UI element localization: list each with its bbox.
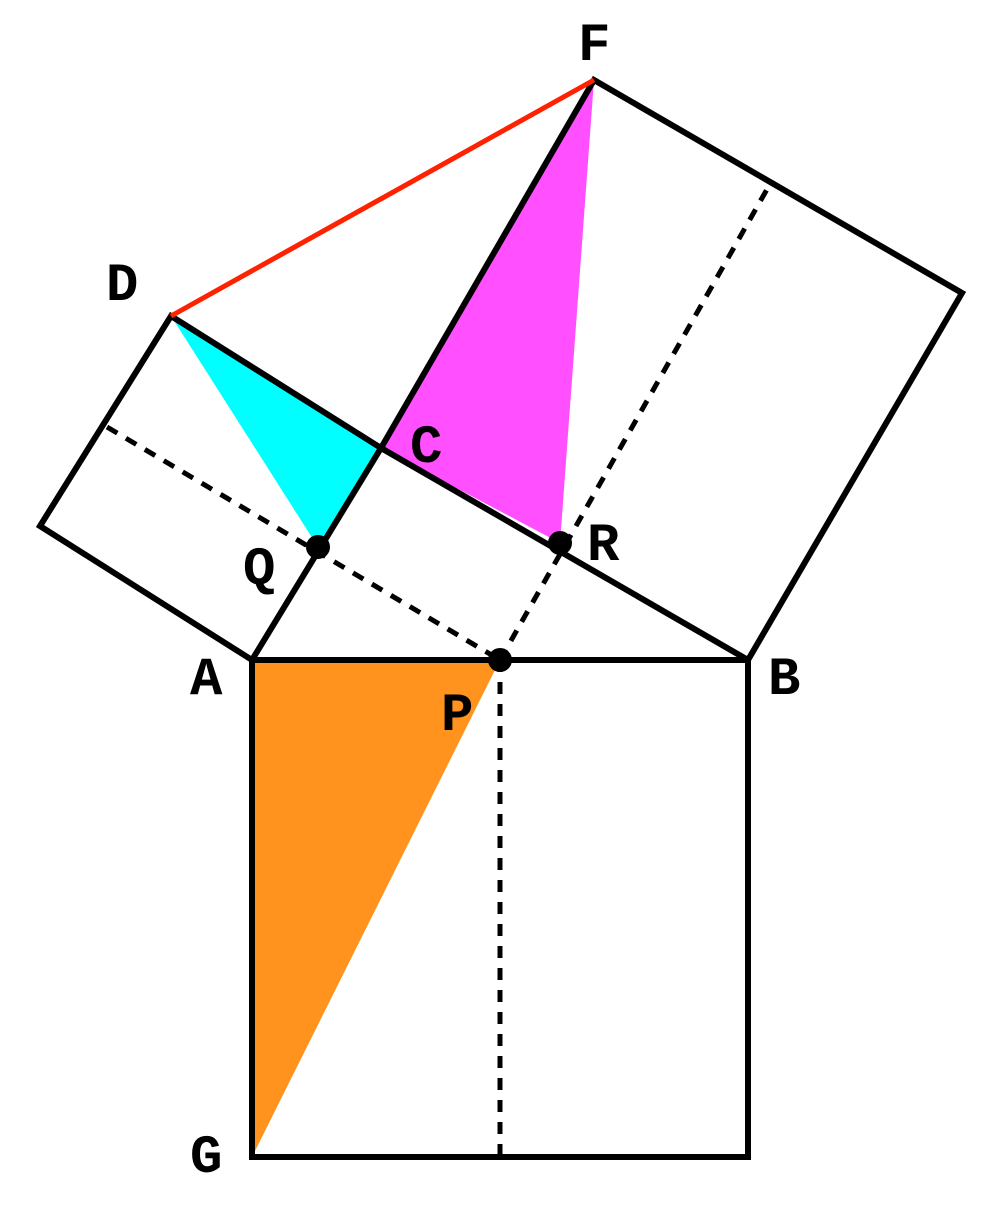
dashed-line-pq — [105, 424, 502, 663]
orange-triangle — [252, 660, 500, 1157]
label-p: P — [441, 686, 473, 747]
dashed-line-pr — [497, 182, 773, 662]
label-c: C — [410, 418, 442, 479]
square-ab — [249, 657, 751, 1160]
point-p — [488, 648, 512, 672]
label-q: Q — [243, 540, 275, 601]
label-b: B — [768, 650, 800, 711]
label-a: A — [190, 650, 223, 711]
label-f: F — [578, 16, 610, 77]
label-r: R — [587, 516, 620, 577]
square-bc — [376, 75, 967, 665]
point-q — [306, 535, 330, 559]
label-g: G — [190, 1128, 222, 1189]
label-d: D — [106, 256, 138, 317]
point-r — [548, 531, 572, 555]
segment-df — [169, 77, 596, 319]
magenta-triangle — [381, 80, 594, 543]
cyan-triangle — [171, 316, 381, 547]
